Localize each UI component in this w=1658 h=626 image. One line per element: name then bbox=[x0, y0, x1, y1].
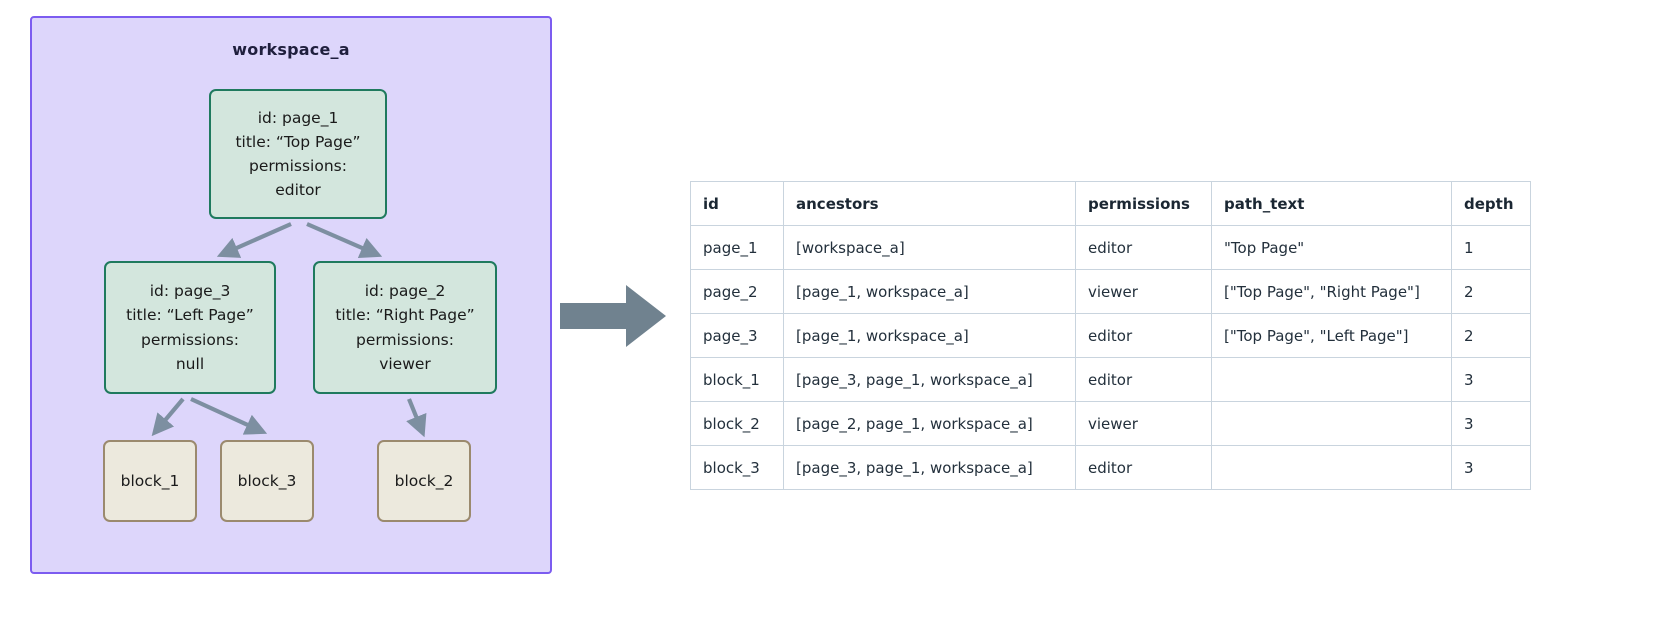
cell-depth: 1 bbox=[1451, 225, 1531, 270]
table-header-row: id ancestors permissions path_text depth bbox=[690, 181, 1531, 226]
table-row[interactable]: block_2 [page_2, page_1, workspace_a] vi… bbox=[690, 401, 1531, 446]
cell-path-text bbox=[1211, 357, 1452, 402]
cell-id: page_1 bbox=[690, 225, 784, 270]
edge-page2-block2 bbox=[406, 398, 427, 438]
edge-page3-block3 bbox=[190, 397, 268, 435]
cell-id: page_2 bbox=[690, 269, 784, 314]
cell-depth: 3 bbox=[1451, 401, 1531, 446]
cell-permissions: editor bbox=[1075, 313, 1212, 358]
table-row[interactable]: page_2 [page_1, workspace_a] viewer ["To… bbox=[690, 269, 1531, 314]
node-block-1-label: block_1 bbox=[120, 472, 180, 490]
node-page-3-title: title: “Left Page” bbox=[126, 306, 254, 325]
cell-path-text: ["Top Page", "Right Page"] bbox=[1211, 269, 1452, 314]
node-page-2[interactable]: id: page_2 title: “Right Page” permissio… bbox=[313, 261, 497, 394]
workspace-title: workspace_a bbox=[232, 40, 350, 59]
column-header-permissions[interactable]: permissions bbox=[1075, 181, 1212, 226]
node-page-1-perm-value: editor bbox=[275, 181, 321, 200]
edge-page1-page2 bbox=[306, 222, 383, 258]
node-page-2-title: title: “Right Page” bbox=[335, 306, 475, 325]
column-header-depth[interactable]: depth bbox=[1451, 181, 1531, 226]
column-header-id[interactable]: id bbox=[690, 181, 784, 226]
cell-permissions: viewer bbox=[1075, 401, 1212, 446]
cell-ancestors: [page_1, workspace_a] bbox=[783, 313, 1076, 358]
cell-permissions: editor bbox=[1075, 357, 1212, 402]
cell-ancestors: [page_2, page_1, workspace_a] bbox=[783, 401, 1076, 446]
cell-depth: 2 bbox=[1451, 269, 1531, 314]
node-page-1[interactable]: id: page_1 title: “Top Page” permissions… bbox=[209, 89, 387, 219]
node-page-1-title: title: “Top Page” bbox=[235, 132, 361, 151]
cell-ancestors: [page_3, page_1, workspace_a] bbox=[783, 357, 1076, 402]
cell-permissions: viewer bbox=[1075, 269, 1212, 314]
column-header-path-text[interactable]: path_text bbox=[1211, 181, 1452, 226]
cell-id: block_2 bbox=[690, 401, 784, 446]
node-block-3[interactable]: block_3 bbox=[220, 440, 314, 522]
node-page-3[interactable]: id: page_3 title: “Left Page” permission… bbox=[104, 261, 276, 394]
node-block-3-label: block_3 bbox=[237, 472, 297, 490]
cell-depth: 3 bbox=[1451, 357, 1531, 402]
cell-path-text bbox=[1211, 401, 1452, 446]
cell-id: page_3 bbox=[690, 313, 784, 358]
workspace-panel: workspace_a id: page_1 title: “Top Page”… bbox=[30, 16, 552, 574]
node-page-3-perm-value: null bbox=[175, 354, 205, 373]
cell-ancestors: [page_3, page_1, workspace_a] bbox=[783, 445, 1076, 490]
node-page-1-id: id: page_1 bbox=[257, 108, 339, 127]
cell-id: block_1 bbox=[690, 357, 784, 402]
node-page-1-perm-label: permissions: bbox=[249, 157, 347, 175]
table-row[interactable]: page_3 [page_1, workspace_a] editor ["To… bbox=[690, 313, 1531, 358]
right-block-arrow-icon bbox=[560, 285, 666, 347]
cell-depth: 2 bbox=[1451, 313, 1531, 358]
table-row[interactable]: block_3 [page_3, page_1, workspace_a] ed… bbox=[690, 445, 1531, 490]
node-page-3-id: id: page_3 bbox=[149, 282, 231, 301]
edge-page1-page3 bbox=[216, 222, 292, 258]
cell-path-text: ["Top Page", "Left Page"] bbox=[1211, 313, 1452, 358]
cell-path-text bbox=[1211, 445, 1452, 490]
edge-page3-block1 bbox=[151, 397, 185, 437]
cell-depth: 3 bbox=[1451, 445, 1531, 490]
node-block-1[interactable]: block_1 bbox=[103, 440, 197, 522]
results-table: id ancestors permissions path_text depth… bbox=[690, 181, 1531, 490]
node-page-3-perm-label: permissions: bbox=[141, 330, 239, 349]
cell-ancestors: [page_1, workspace_a] bbox=[783, 269, 1076, 314]
results-table-container: id ancestors permissions path_text depth… bbox=[690, 181, 1531, 490]
cell-id: block_3 bbox=[690, 445, 784, 490]
node-page-2-id: id: page_2 bbox=[364, 282, 446, 301]
table-row[interactable]: page_1 [workspace_a] editor "Top Page" 1 bbox=[690, 225, 1531, 270]
cell-permissions: editor bbox=[1075, 225, 1212, 270]
node-block-2-label: block_2 bbox=[394, 472, 454, 490]
cell-permissions: editor bbox=[1075, 445, 1212, 490]
cell-path-text: "Top Page" bbox=[1211, 225, 1452, 270]
node-page-2-perm-value: viewer bbox=[379, 354, 431, 373]
column-header-ancestors[interactable]: ancestors bbox=[783, 181, 1076, 226]
node-block-2[interactable]: block_2 bbox=[377, 440, 471, 522]
table-row[interactable]: block_1 [page_3, page_1, workspace_a] ed… bbox=[690, 357, 1531, 402]
cell-ancestors: [workspace_a] bbox=[783, 225, 1076, 270]
node-page-2-perm-label: permissions: bbox=[356, 330, 454, 349]
